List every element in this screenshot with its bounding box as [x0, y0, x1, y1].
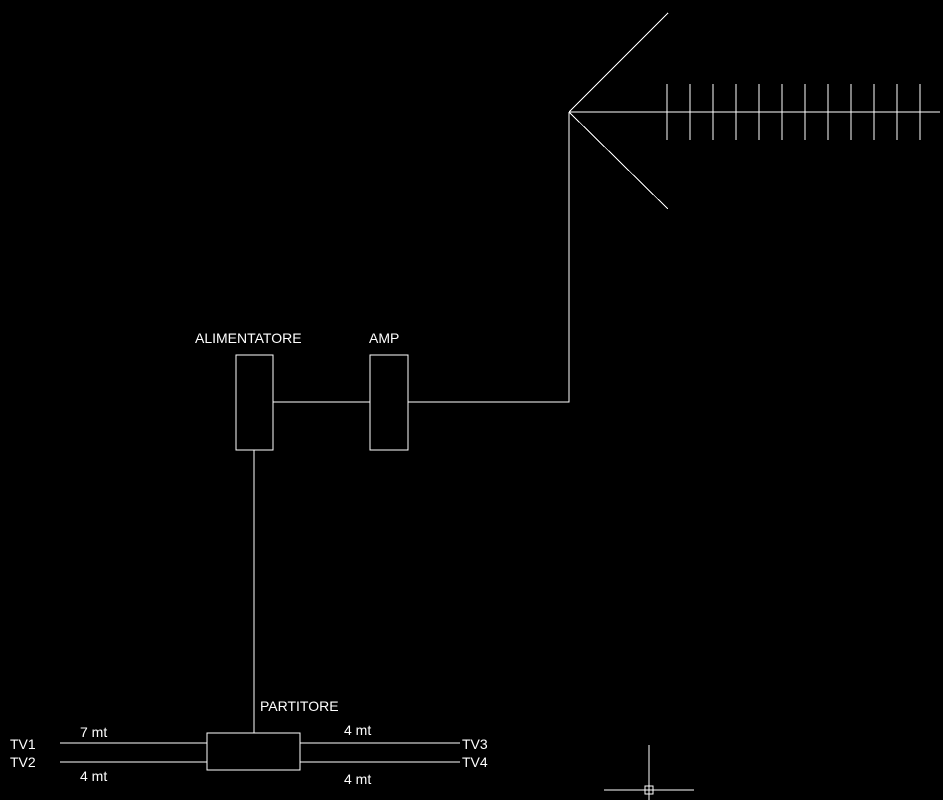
tv2-length-label: 4 mt: [80, 768, 107, 784]
tv4-label: TV4: [462, 754, 488, 770]
tv1-length-label: 7 mt: [80, 724, 107, 740]
tv4-length-label: 4 mt: [344, 771, 371, 787]
antenna-reflector-lower: [568, 111, 669, 210]
crosshair-cursor-icon[interactable]: [604, 745, 694, 800]
tv1-label: TV1: [10, 736, 36, 752]
tv3-label: TV3: [462, 736, 488, 752]
tv2-label: TV2: [10, 754, 36, 770]
antenna-elements: [666, 84, 921, 140]
antenna-reflector-upper: [568, 12, 669, 113]
amp-block: [369, 354, 409, 451]
antenna-cable: [408, 112, 570, 403]
yagi-antenna-icon: [568, 12, 940, 210]
alimentatore-block: [235, 354, 274, 451]
alimentatore-label: ALIMENTATORE: [195, 330, 302, 346]
amp-label: AMP: [369, 330, 399, 346]
crosshair-pickbox: [644, 785, 654, 795]
partitore-block: [206, 732, 301, 771]
tv3-length-label: 4 mt: [344, 722, 371, 738]
partitore-label: PARTITORE: [260, 698, 339, 714]
